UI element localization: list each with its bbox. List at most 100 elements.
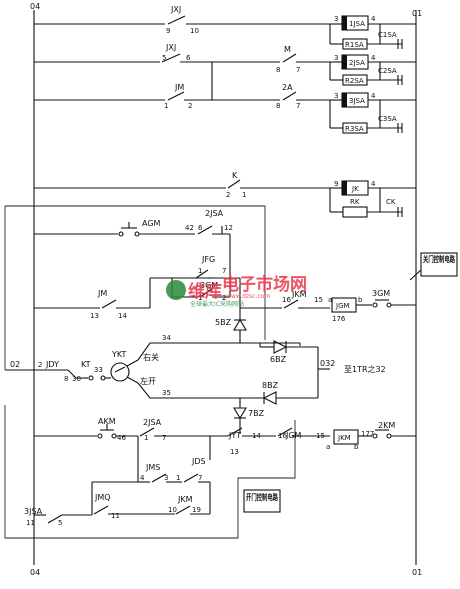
- svg-text:7: 7: [162, 434, 166, 442]
- svg-text:至1TR之32: 至1TR之32: [344, 364, 386, 374]
- svg-text:16: 16: [278, 432, 287, 440]
- svg-text:8: 8: [64, 375, 68, 383]
- svg-text:JK: JK: [351, 185, 359, 193]
- svg-text:2JSA: 2JSA: [143, 418, 162, 427]
- svg-text:JDS: JDS: [191, 457, 206, 466]
- row1-contact-label: JXJ: [170, 5, 181, 14]
- svg-text:14: 14: [118, 312, 127, 320]
- svg-text:2: 2: [188, 102, 192, 110]
- svg-text:33: 33: [94, 366, 103, 374]
- svg-text:C1SA: C1SA: [378, 31, 397, 39]
- svg-text:36: 36: [72, 375, 81, 383]
- svg-text:R1SA: R1SA: [345, 41, 364, 49]
- open-door-circuit: AKM 46 2JSA 1 7 JYT 13 14 JGM 16 15 a JK…: [4, 340, 416, 539]
- logo-icon: [166, 280, 186, 300]
- agm-label: AGM: [142, 219, 161, 228]
- svg-text:35: 35: [162, 389, 171, 397]
- svg-text:2JSA: 2JSA: [205, 209, 224, 218]
- svg-text:9: 9: [334, 180, 338, 188]
- svg-text:8: 8: [276, 66, 280, 74]
- coil-jkm: [333, 429, 359, 445]
- svg-text:7BZ: 7BZ: [248, 409, 265, 418]
- svg-text:关门控制电路: 关门控制电路: [423, 254, 456, 264]
- svg-text:R3SA: R3SA: [345, 125, 364, 133]
- svg-text:JGM: JGM: [335, 302, 350, 310]
- svg-text:电子市场网: 电子市场网: [222, 274, 307, 295]
- svg-text:JMQ: JMQ: [94, 493, 111, 502]
- svg-text:1: 1: [144, 434, 148, 442]
- svg-text:1: 1: [164, 102, 168, 110]
- svg-text:4: 4: [371, 54, 376, 62]
- svg-text:12: 12: [224, 224, 233, 232]
- svg-text:3JSA: 3JSA: [349, 97, 365, 105]
- svg-text:3: 3: [334, 92, 338, 100]
- svg-text:3GM: 3GM: [200, 281, 218, 290]
- svg-text:右关: 右关: [143, 352, 159, 362]
- svg-text:1: 1: [198, 294, 202, 302]
- right-rail-top-label: 01: [412, 9, 422, 18]
- svg-text:C2SA: C2SA: [378, 67, 397, 75]
- svg-text:6: 6: [198, 224, 203, 232]
- left-rail-top-label: 04: [30, 2, 40, 11]
- close-door-circuit: AGM 2JSA 42 6 12 JFG 1 7 3GM 1 2 JM 13 1…: [4, 205, 458, 343]
- watermark: 维库 电子市场网 www.dzsc.com 全球最大IC采购网站: [166, 274, 307, 308]
- svg-text:3JSA: 3JSA: [24, 507, 43, 516]
- svg-text:7: 7: [222, 267, 226, 275]
- row-2: JXJ 5 6 M 8 7 2JSA 3 4 R2SA C2SA: [34, 43, 416, 101]
- svg-text:4: 4: [140, 474, 145, 482]
- svg-text:8: 8: [276, 102, 280, 110]
- svg-text:9: 9: [166, 27, 170, 35]
- svg-text:KT: KT: [81, 360, 91, 369]
- svg-text:2: 2: [222, 294, 226, 302]
- svg-text:15: 15: [314, 296, 323, 304]
- svg-text:b: b: [358, 296, 363, 304]
- svg-text:K: K: [232, 171, 238, 180]
- svg-text:b: b: [354, 443, 359, 451]
- svg-text:176: 176: [332, 315, 346, 323]
- svg-text:02: 02: [10, 360, 20, 369]
- svg-text:M: M: [284, 45, 291, 54]
- svg-text:8BZ: 8BZ: [262, 381, 279, 390]
- svg-text:AKM: AKM: [98, 417, 116, 426]
- svg-text:3GM: 3GM: [372, 289, 390, 298]
- resistor-rk: [342, 206, 368, 218]
- svg-text:5: 5: [162, 54, 166, 62]
- svg-text:YKT: YKT: [111, 350, 127, 359]
- svg-text:1: 1: [198, 267, 202, 275]
- svg-text:3: 3: [334, 54, 338, 62]
- svg-text:JM: JM: [97, 289, 107, 298]
- row-3: JM 1 2 2A 8 7 3JSA 3 4 R3SA C3SA: [34, 83, 416, 134]
- svg-text:JKM: JKM: [291, 290, 307, 299]
- svg-text:34: 34: [162, 334, 171, 342]
- svg-text:JKM: JKM: [337, 434, 351, 442]
- svg-text:032: 032: [320, 359, 335, 368]
- svg-text:R2SA: R2SA: [345, 77, 364, 85]
- ykt-rotary-switch-icon: [110, 362, 130, 382]
- svg-text:全球最大IC采购网站: 全球最大IC采购网站: [190, 300, 244, 308]
- svg-text:JKM: JKM: [177, 495, 193, 504]
- row-4: K 2 1 JK 9 4 RK CK: [34, 171, 416, 218]
- svg-text:4: 4: [371, 15, 376, 23]
- svg-text:左开: 左开: [140, 376, 156, 386]
- svg-text:2: 2: [38, 361, 42, 369]
- svg-text:13: 13: [90, 312, 99, 320]
- svg-text:6: 6: [186, 54, 191, 62]
- svg-text:7: 7: [296, 66, 300, 74]
- svg-text:11: 11: [26, 519, 35, 527]
- svg-text:维库: 维库: [188, 281, 222, 302]
- svg-text:13: 13: [230, 448, 239, 456]
- svg-text:a: a: [326, 443, 330, 451]
- svg-text:a: a: [328, 296, 332, 304]
- svg-text:C3SA: C3SA: [378, 115, 397, 123]
- svg-text:JDY: JDY: [45, 360, 59, 369]
- svg-text:CK: CK: [386, 198, 396, 206]
- svg-text:10: 10: [168, 506, 177, 514]
- close-note-box: [420, 252, 458, 277]
- svg-text:16: 16: [282, 296, 291, 304]
- svg-text:1: 1: [176, 474, 180, 482]
- svg-text:2JSA: 2JSA: [349, 59, 365, 67]
- svg-text:JFG: JFG: [201, 255, 215, 264]
- svg-text:2A: 2A: [282, 83, 293, 92]
- svg-text:JMS: JMS: [145, 463, 160, 472]
- svg-text:1JSA: 1JSA: [349, 20, 365, 28]
